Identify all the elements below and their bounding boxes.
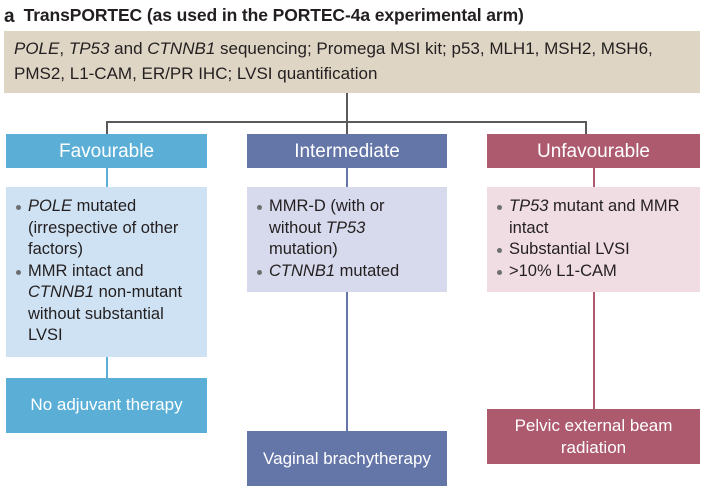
figure-title-row: a TransPORTEC (as used in the PORTEC-4a …	[4, 4, 704, 28]
outcome-box-intermediate[interactable]: Vaginal brachytherapy	[247, 431, 447, 486]
connector-header-to-body-intermediate	[346, 168, 348, 187]
criteria-item: >10% L1-CAM	[495, 261, 691, 283]
column-intermediate: Intermediate MMR-D (with or without TP53…	[247, 134, 447, 486]
assay-banner: POLE, TP53 and CTNNB1 sequencing; Promeg…	[4, 31, 700, 93]
connector-header-to-body-unfavourable	[592, 168, 595, 187]
connector-stem-top	[346, 93, 348, 122]
assay-banner-text: POLE, TP53 and CTNNB1 sequencing; Promeg…	[14, 39, 653, 83]
connector-body-to-outcome-unfavourable	[592, 292, 595, 409]
criteria-box-favourable: POLE mutated (irrespective of other fact…	[6, 187, 207, 357]
criteria-item: POLE mutated (irrespective of other fact…	[14, 196, 198, 261]
connector-header-to-body-favourable	[105, 168, 108, 187]
connector-drop-intermediate	[346, 121, 348, 135]
connector-drop-favourable	[106, 121, 108, 135]
risk-group-header-unfavourable[interactable]: Unfavourable	[487, 134, 700, 168]
criteria-item: CTNNB1 mutated	[255, 261, 438, 283]
criteria-item: MMR intact and CTNNB1 non-mutant without…	[14, 261, 198, 347]
criteria-list-intermediate: MMR-D (with or without TP53 mutation)CTN…	[255, 196, 438, 282]
column-favourable: Favourable POLE mutated (irrespective of…	[6, 134, 207, 433]
connector-body-to-outcome-intermediate	[346, 292, 348, 431]
connector-drop-unfavourable	[585, 121, 587, 135]
page-title: TransPORTEC (as used in the PORTEC-4a ex…	[23, 5, 524, 26]
criteria-box-intermediate: MMR-D (with or without TP53 mutation)CTN…	[247, 187, 447, 292]
risk-group-header-intermediate[interactable]: Intermediate	[247, 134, 447, 168]
panel-letter: a	[4, 5, 15, 27]
criteria-item: TP53 mutant and MMR intact	[495, 196, 691, 239]
criteria-item: MMR-D (with or without TP53 mutation)	[255, 196, 438, 261]
outcome-box-favourable[interactable]: No adjuvant therapy	[6, 377, 207, 433]
outcome-box-unfavourable[interactable]: Pelvic external beam radiation	[487, 409, 700, 464]
criteria-item: Substantial LVSI	[495, 239, 691, 261]
connector-body-to-outcome-favourable	[105, 356, 108, 378]
risk-group-header-favourable[interactable]: Favourable	[6, 134, 207, 168]
criteria-list-favourable: POLE mutated (irrespective of other fact…	[14, 196, 198, 347]
